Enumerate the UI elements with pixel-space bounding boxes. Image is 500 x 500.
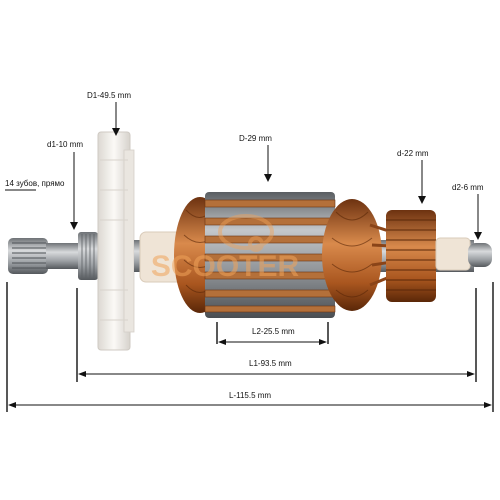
end-insulator xyxy=(435,237,471,271)
end-shaft xyxy=(468,243,492,267)
commutator xyxy=(386,210,436,302)
label-teeth: 14 зубов, прямо xyxy=(5,179,65,188)
watermark-text: SCOOTER xyxy=(151,250,300,283)
armature-part xyxy=(8,131,492,351)
commutator-leads xyxy=(369,223,393,287)
label-end-shaft-d: d2-6 mm xyxy=(452,183,484,192)
label-commutator-d: d-22 mm xyxy=(397,149,429,158)
shaft-neck xyxy=(46,243,80,269)
winding-head-right xyxy=(322,199,382,311)
label-core-d: D-29 mm xyxy=(239,134,272,143)
label-d1-outer: D1-49.5 mm xyxy=(87,91,131,100)
label-total-length: L-115.5 mm xyxy=(229,391,271,400)
pinion-shaft xyxy=(8,238,48,274)
watermark-logo-icon xyxy=(218,214,274,252)
dimension-lines xyxy=(5,102,494,412)
label-length-l1: L1-93.5 mm xyxy=(249,359,292,368)
bearing-seat xyxy=(78,232,98,280)
label-core-length: L2-25.5 mm xyxy=(252,327,295,336)
pinion-teeth xyxy=(12,242,46,269)
dimension-labels: D1-49.5 mm d1-10 mm 14 зубов, прямо D-29… xyxy=(5,91,484,400)
label-d1-shaft: d1-10 mm xyxy=(47,140,83,149)
